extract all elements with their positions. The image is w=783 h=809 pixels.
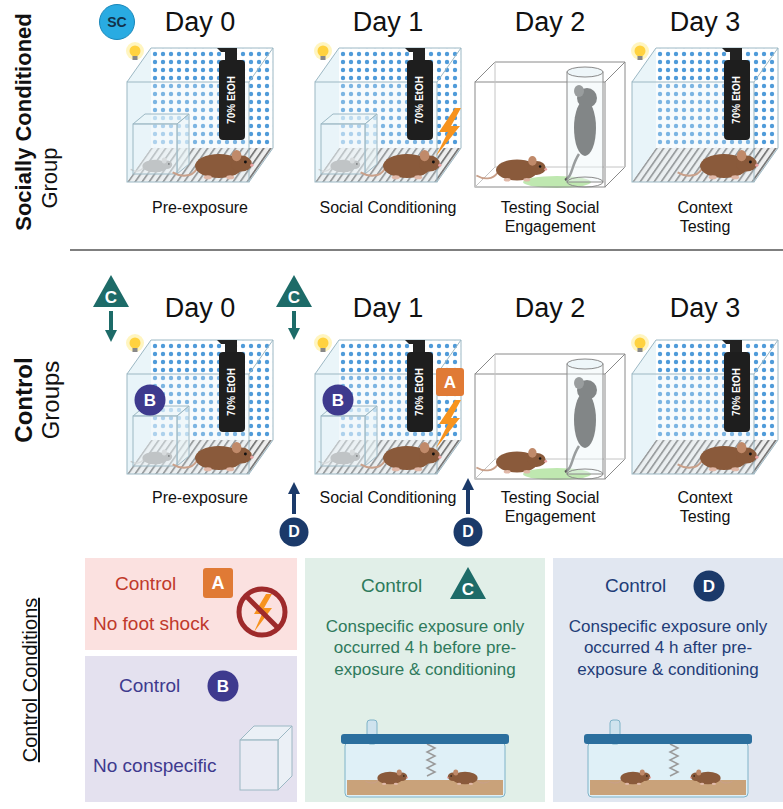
control-a-symbol: A	[203, 568, 233, 598]
control-panel: ControlConspecific exposure only occurre…	[553, 558, 783, 802]
group-badge: SC	[99, 4, 135, 40]
step-caption: Context Testing	[655, 198, 755, 236]
panel-body: No conspecific	[93, 754, 238, 778]
control-c-symbol: C	[449, 566, 487, 600]
bottle-label: 70% EtOH	[415, 368, 425, 416]
day-heading: Day 0	[140, 6, 260, 38]
control-panel: ControlConspecific exposure only occurre…	[305, 558, 545, 802]
step-caption: Social Conditioning	[300, 198, 476, 217]
symbol-letter: D	[462, 524, 474, 540]
control-a-symbol: A	[436, 368, 464, 396]
day-heading: Day 1	[328, 6, 448, 38]
step-caption: Social Conditioning	[300, 488, 476, 507]
day-heading: Day 3	[645, 6, 765, 38]
panel-heading: Control	[119, 674, 203, 698]
panel-heading: Control	[361, 574, 445, 598]
control-b-symbol: B	[207, 670, 239, 702]
control-c-symbol: C	[275, 274, 313, 308]
step-caption: Pre-exposure	[130, 488, 270, 507]
panel-heading: Control	[115, 572, 199, 596]
symbol-letter: B	[332, 392, 344, 409]
control-d-symbol: D	[693, 570, 725, 602]
bottle-label: 70% EtOH	[227, 368, 237, 416]
step-caption: Testing Social Engagement	[490, 198, 610, 236]
symbol-letter: C	[288, 289, 300, 306]
symbol-letter: D	[288, 524, 300, 540]
control-panel: Control No conspecific B	[85, 656, 297, 802]
bottle-label: 70% EtOH	[732, 76, 742, 124]
symbol-letter: A	[444, 374, 456, 391]
day-heading: Day 2	[490, 6, 610, 38]
day-heading: Day 3	[645, 292, 765, 324]
group-title: Groups	[39, 361, 63, 440]
panel-body: Conspecific exposure only occurred 4 h b…	[315, 616, 535, 680]
control-d-symbol: D	[453, 517, 483, 547]
bottle-label: 70% EtOH	[732, 368, 742, 416]
symbol-letter: C	[462, 581, 474, 598]
group-title: Control	[12, 357, 36, 442]
step-caption: Pre-exposure	[130, 198, 270, 217]
control-panel: Control No foot shock A	[85, 558, 297, 650]
symbol-letter: B	[144, 392, 156, 409]
panel-heading: Control	[605, 574, 689, 598]
symbol-letter: D	[703, 578, 715, 595]
section-title: Control Conditions	[20, 598, 40, 763]
group-title: Group	[39, 147, 61, 208]
group-title: Socially Conditioned	[13, 13, 35, 231]
symbol-letter: B	[217, 678, 229, 695]
day-heading: Day 1	[328, 292, 448, 324]
day-heading: Day 0	[140, 292, 260, 324]
panel-body: No foot shock	[93, 612, 235, 636]
control-b-symbol: B	[134, 384, 166, 416]
symbol-letter: C	[105, 289, 117, 306]
symbol-letter: A	[212, 574, 225, 592]
step-caption: Context Testing	[655, 488, 755, 526]
panel-body: Conspecific exposure only occurred 4 h a…	[561, 616, 775, 680]
symbol-letter: SC	[107, 15, 126, 29]
step-caption: Testing Social Engagement	[490, 488, 610, 526]
control-c-symbol: C	[92, 274, 130, 308]
control-d-symbol: D	[279, 517, 309, 547]
bottle-label: 70% EtOH	[227, 76, 237, 124]
day-heading: Day 2	[490, 292, 610, 324]
control-b-symbol: B	[322, 384, 354, 416]
bottle-label: 70% EtOH	[415, 76, 425, 124]
